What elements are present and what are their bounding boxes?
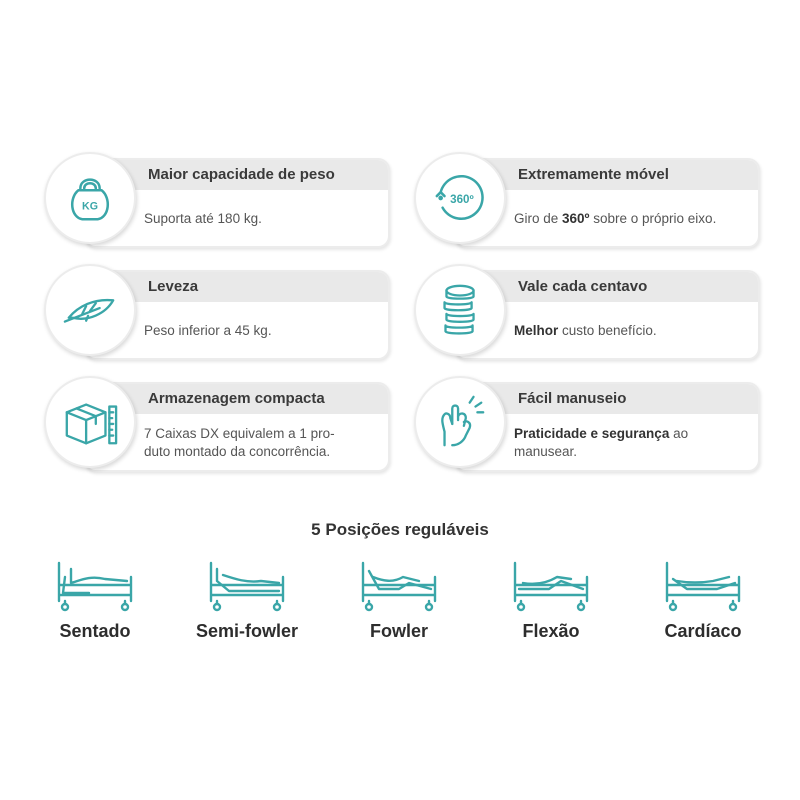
features-grid: Maior capacidade de peso Suporta até 180…: [44, 152, 760, 476]
kettlebell-icon: KG: [44, 152, 136, 244]
position-semi-fowler: Semi-fowler: [172, 555, 322, 650]
feature-title: Fácil manuseio: [456, 384, 758, 414]
position-flexao: Flexão: [476, 555, 626, 650]
feature-title: Maior capacidade de peso: [86, 160, 388, 190]
box-ruler-icon: [44, 376, 136, 468]
position-fowler: Fowler: [324, 555, 474, 650]
rotation-360-icon: 360º: [414, 152, 506, 244]
feature-card-capacity: Maior capacidade de peso Suporta até 180…: [44, 152, 390, 248]
feature-card-handling: Fácil manuseio Praticidade e segurança a…: [414, 376, 760, 472]
feature-title: Leveza: [86, 272, 388, 302]
hand-snap-icon: [414, 376, 506, 468]
position-label: Fowler: [369, 621, 428, 641]
feature-title: Vale cada centavo: [456, 272, 758, 302]
feature-card-mobility: Extremamente móvel Giro de 360º sobre o …: [414, 152, 760, 248]
bed-flexion-icon: [513, 561, 589, 612]
position-label: Sentado: [59, 621, 131, 641]
svg-text:KG: KG: [82, 201, 98, 213]
feature-title: Armazenagem compacta: [86, 384, 388, 414]
feature-card-value: Vale cada centavo Melhor custo benefício…: [414, 264, 760, 360]
feature-description: Melhor custo benefício.: [514, 323, 657, 338]
svg-text:360º: 360º: [450, 193, 474, 206]
feature-card-lightness: Leveza Peso inferior a 45 kg.: [44, 264, 390, 360]
feature-description: Suporta até 180 kg.: [144, 211, 262, 226]
positions-row: Sentado Semi-fowler Fowler Flexã: [20, 555, 780, 655]
feature-description: Praticidade e segurança ao manusear.: [514, 426, 689, 459]
position-label: Cardíaco: [664, 621, 742, 641]
feature-description: Giro de 360º sobre o próprio eixo.: [514, 211, 717, 226]
bed-semi-fowler-icon: [209, 561, 285, 612]
position-sentado: Sentado: [20, 555, 170, 650]
bed-sitting-icon: [57, 561, 133, 612]
coins-stack-icon: [414, 264, 506, 356]
feature-title: Extremamente móvel: [456, 160, 758, 190]
position-cardiaco: Cardíaco: [628, 555, 778, 650]
bed-cardiac-icon: [665, 561, 741, 612]
feature-icon: [44, 264, 136, 356]
bed-fowler-icon: [361, 561, 437, 612]
feature-description: 7 Caixas DX equivalem a 1 pro- duto mont…: [144, 426, 335, 459]
positions-title: 5 Posições reguláveis: [311, 520, 489, 539]
feature-card-storage: Armazenagem compacta 7 Caixas DX equival…: [44, 376, 390, 472]
position-label: Semi-fowler: [195, 621, 299, 641]
feature-description: Peso inferior a 45 kg.: [144, 323, 272, 338]
position-label: Flexão: [522, 621, 580, 641]
